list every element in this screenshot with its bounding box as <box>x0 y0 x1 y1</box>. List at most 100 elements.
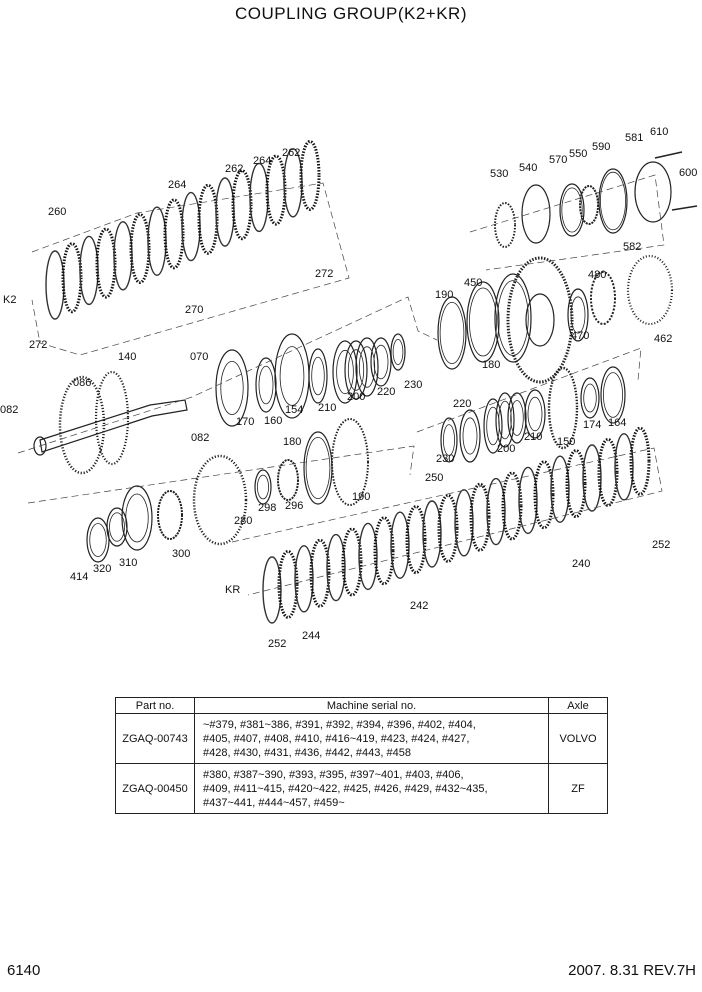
clutch-disc-k2 <box>181 191 201 262</box>
clutch-disc-k2 <box>197 183 219 255</box>
part-callout-label: 280 <box>234 515 252 527</box>
part-callout-label: 174 <box>583 419 601 431</box>
clutch-disc-kr <box>597 437 619 507</box>
large-gear-hub <box>525 293 555 347</box>
serial-line: ~#379, #381~386, #391, #392, #394, #396,… <box>203 718 476 731</box>
clutch-disc-kr <box>629 426 651 496</box>
part-number: ZGAQ-00450 <box>115 763 195 814</box>
part-callout-label: 170 <box>236 416 254 428</box>
part-callout-label: 210 <box>524 431 542 443</box>
group-box-middle <box>17 296 438 454</box>
part-callout-label: 082 <box>0 404 18 416</box>
part-callout-label: 272 <box>29 339 47 351</box>
bearing-ring <box>567 288 589 342</box>
bearing-ring <box>86 517 110 563</box>
clutch-disc-k2 <box>249 162 269 233</box>
part-callout-label: 296 <box>285 500 303 512</box>
clutch-disc-k2 <box>61 242 83 314</box>
axle-type: ZF <box>548 763 608 814</box>
spacer-ring <box>440 417 458 463</box>
clutch-disc-kr <box>373 516 395 586</box>
part-callout-label: 190 <box>352 491 370 503</box>
part-callout-label: 240 <box>572 558 590 570</box>
ring-inner-edge <box>125 493 149 543</box>
clutch-disc-kr <box>294 545 314 613</box>
ring-inner-edge <box>311 356 325 396</box>
thrust-ring <box>466 281 500 363</box>
ring-inner-edge <box>89 523 107 557</box>
part-callout-label: 180 <box>283 436 301 448</box>
spacer-ring <box>495 392 515 448</box>
part-callout-label: 164 <box>608 417 626 429</box>
part-callout-label: 540 <box>519 162 537 174</box>
gear-280 <box>192 454 248 546</box>
clutch-disc-kr <box>309 538 331 608</box>
clutch-disc-kr <box>550 455 570 523</box>
part-callout-label: 470 <box>571 330 589 342</box>
serial-list: #380, #387~390, #393, #395, #397~401, #4… <box>194 763 549 814</box>
bolt-600 <box>671 205 698 211</box>
ring-inner-edge <box>442 424 455 456</box>
housing-581 <box>634 161 672 223</box>
part-callout-label: 550 <box>569 148 587 160</box>
clutch-disc-k2 <box>79 235 99 306</box>
gear-540 <box>521 184 551 244</box>
spacer-ring <box>308 348 328 404</box>
ring-inner-edge <box>109 512 125 542</box>
ring-inner-edge <box>373 344 389 380</box>
clutch-disc-kr <box>501 471 523 541</box>
ring-inner-edge <box>561 187 583 233</box>
part-callout-label: 252 <box>268 638 286 650</box>
spacer-ring <box>255 357 277 413</box>
part-number: ZGAQ-00743 <box>115 713 195 764</box>
part-callout-label: 264 <box>253 155 271 167</box>
ring-inner-edge <box>527 396 543 432</box>
part-callout-label: 230 <box>436 453 454 465</box>
shaft-hub-gear <box>58 375 106 475</box>
axle-type: VOLVO <box>548 713 608 764</box>
clutch-disc-k2 <box>113 221 133 291</box>
ring-inner-edge <box>392 338 404 365</box>
part-callout-label: 082 <box>191 432 209 444</box>
gear-190 <box>331 418 369 506</box>
piston-150 <box>547 366 579 450</box>
clutch-disc-k2 <box>215 177 235 247</box>
ring-inner-edge <box>570 296 586 334</box>
part-callout-label: 220 <box>377 386 395 398</box>
ring-174 <box>580 377 600 419</box>
bearing-300 <box>157 490 183 540</box>
bolt-610 <box>654 151 683 159</box>
part-callout-label: 582 <box>623 241 641 253</box>
ring-inner-edge <box>279 346 305 406</box>
part-callout-label: 610 <box>650 126 668 138</box>
clutch-disc-k2 <box>45 250 65 320</box>
part-callout-label: 262 <box>282 147 300 159</box>
clutch-disc-kr <box>469 482 491 552</box>
part-callout-label: 600 <box>679 167 697 179</box>
bearing-ring <box>106 507 128 547</box>
group-box-hub <box>469 174 665 271</box>
clutch-disc-kr <box>582 444 602 512</box>
part-callout-label: 200 <box>497 443 515 455</box>
serial-list: ~#379, #381~386, #391, #392, #394, #396,… <box>194 713 549 764</box>
clutch-disc-k2 <box>299 140 321 211</box>
clutch-disc-kr <box>262 556 282 624</box>
bearing-ring <box>590 271 616 325</box>
ring-inner-edge <box>583 383 597 413</box>
spacer-ring <box>344 340 368 400</box>
header-machine-serial: Machine serial no. <box>194 697 549 714</box>
part-callout-label: 260 <box>48 206 66 218</box>
clutch-disc-kr <box>326 533 346 602</box>
part-callout-label: 200 <box>347 391 365 403</box>
spacer-ring <box>459 409 481 463</box>
part-callout-label: 320 <box>93 563 111 575</box>
clutch-disc-kr <box>614 433 634 501</box>
group-box-right <box>416 347 642 433</box>
group-box-k2 <box>31 182 350 356</box>
spline-hub-462 <box>626 254 674 326</box>
ring-inner-edge <box>220 360 244 415</box>
clutch-disc-k2 <box>129 213 151 284</box>
header-part-no: Part no. <box>115 697 195 714</box>
clutch-disc-kr <box>486 477 506 546</box>
part-callout-label: 086 <box>73 377 91 389</box>
